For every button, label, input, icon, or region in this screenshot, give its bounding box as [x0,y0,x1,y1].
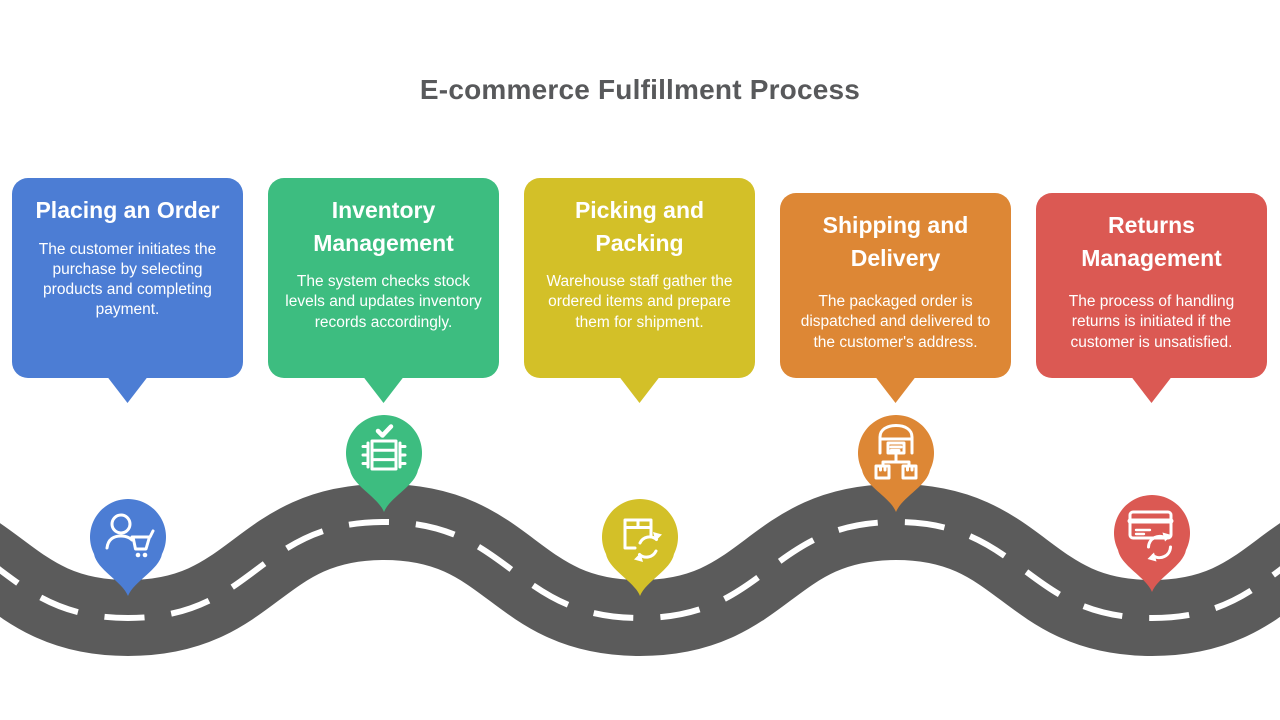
map-pin-inventory-management [346,415,422,512]
card-description: The customer initiates the purchase by s… [38,240,217,319]
customer-cart-icon [105,513,155,558]
card-description: The packaged order is dispatched and del… [800,293,991,351]
card-description: The process of handling returns is initi… [1068,293,1235,351]
card-title: Inventory Management [313,197,454,256]
pin-body [1114,495,1190,592]
step-card-placing-order: Placing an Order The customer initiates … [12,178,243,403]
package-recycle-icon [623,518,662,562]
card-refund-icon [1127,510,1174,562]
card-description: The system checks stock levels and updat… [285,273,482,331]
card-title: Shipping and Delivery [822,212,969,271]
card-title: Returns Management [1081,212,1222,271]
pin-body [602,499,678,596]
page-title: E-commerce Fulfillment Process [419,74,861,105]
map-pin-returns-management [1114,495,1190,592]
map-pin-picking-packing [602,499,678,596]
map-pin-placing-order [90,499,166,596]
card-title: Picking and Packing [574,197,705,256]
road-centerline [0,518,1280,622]
pin-body [346,415,422,512]
card-description: Warehouse staff gather the ordered items… [546,273,733,331]
pin-body [90,499,166,596]
card-title: Placing an Order [35,197,220,223]
step-card-shipping-delivery: Shipping and Delivery The packaged order… [780,193,1011,403]
pin-body [858,415,934,512]
inventory-shelves-icon [361,424,407,471]
step-card-picking-packing: Picking and Packing Warehouse staff gath… [524,178,755,403]
step-card-returns-management: Returns Management The process of handli… [1036,193,1267,403]
warehouse-distribution-icon [874,424,918,480]
map-pin-shipping-delivery [858,415,934,512]
step-card-inventory-management: Inventory Management The system checks s… [268,178,499,403]
